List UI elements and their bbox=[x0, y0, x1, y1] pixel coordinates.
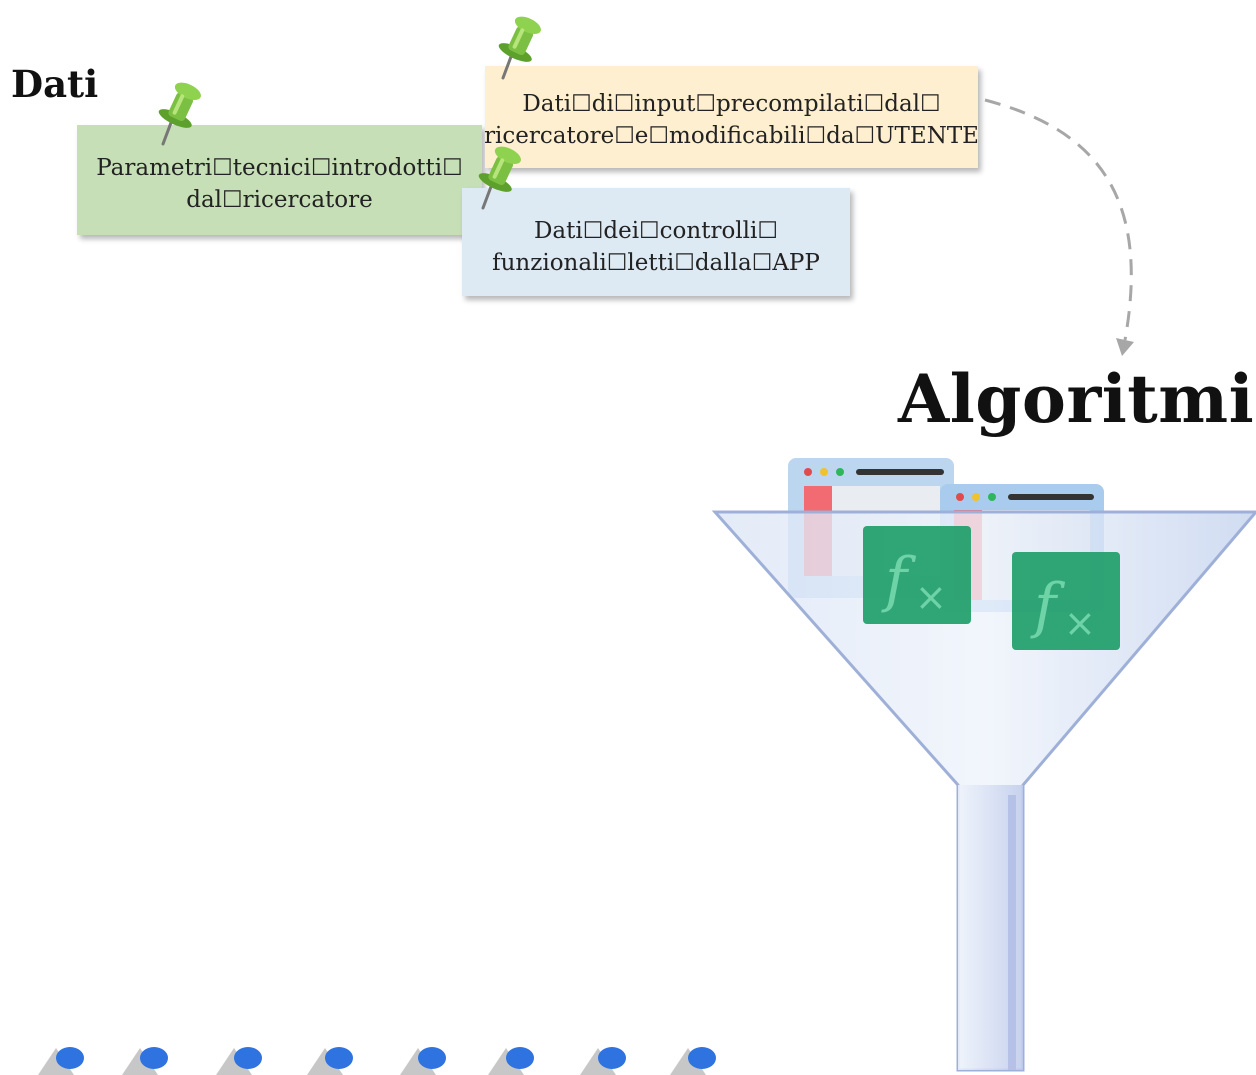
note-green-line1: Parametri☐tecnici☐introdotti☐ bbox=[96, 155, 463, 181]
svg-text:×: × bbox=[915, 575, 947, 619]
dati-title: Dati bbox=[11, 62, 99, 106]
arrow-head-icon bbox=[1116, 338, 1134, 356]
function-fx-icon: f × bbox=[863, 526, 971, 624]
note-yellow-line2: ricercatore☐e☐modificabili☐da☐UTENTE bbox=[484, 123, 979, 149]
note-yellow-line1: Dati☐di☐input☐precompilati☐dal☐ bbox=[522, 91, 941, 117]
token-icon bbox=[580, 1047, 626, 1075]
token-icon bbox=[400, 1047, 446, 1075]
token-icon bbox=[670, 1047, 716, 1075]
note-blue-line1: Dati☐dei☐controlli☐ bbox=[533, 218, 778, 244]
note-controlli-funzionali: Dati☐dei☐controlli☐ funzionali☐letti☐dal… bbox=[462, 188, 850, 296]
token-icon bbox=[38, 1047, 84, 1075]
dashed-arrow bbox=[984, 98, 1134, 356]
pushpin-icon bbox=[478, 146, 521, 210]
token-icon bbox=[307, 1047, 353, 1075]
token-icon bbox=[488, 1047, 534, 1075]
note-parametri-tecnici: Parametri☐tecnici☐introdotti☐ dal☐ricerc… bbox=[77, 125, 482, 235]
token-icon bbox=[122, 1047, 168, 1075]
function-fx-icon: f × bbox=[1012, 552, 1120, 650]
token-icon bbox=[216, 1047, 262, 1075]
note-green-line2: dal☐ricercatore bbox=[186, 187, 373, 213]
note-dati-input: Dati☐di☐input☐precompilati☐dal☐ ricercat… bbox=[484, 66, 979, 168]
token-row bbox=[38, 1047, 716, 1075]
funnel-illustration: f × f × bbox=[711, 458, 1256, 1072]
pushpin-icon bbox=[158, 82, 201, 146]
algoritmi-title: Algoritmi bbox=[898, 360, 1255, 438]
pushpin-icon bbox=[498, 16, 541, 80]
svg-text:×: × bbox=[1064, 601, 1096, 645]
note-blue-line2: funzionali☐letti☐dalla☐APP bbox=[492, 250, 820, 276]
